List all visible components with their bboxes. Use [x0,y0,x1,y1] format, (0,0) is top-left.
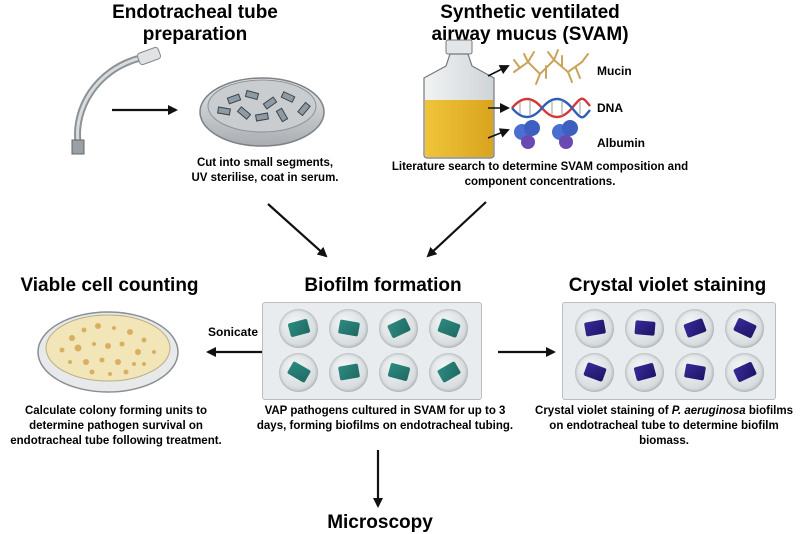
biofilm-caption: VAP pathogens cultured in SVAM for up to… [250,404,520,434]
petri-dish-segments-icon [199,77,325,147]
well [379,353,418,392]
ett-prep-caption-line2: UV sterilise, coat in serum. [191,172,339,184]
stained-segment [683,318,707,338]
well [625,309,664,348]
svam-title-line1: Synthetic ventilated [440,2,620,23]
viable-caption-line1: Calculate colony forming units to [24,405,208,417]
tube-segment [437,318,461,338]
crystal-title: Crystal violet staining [568,275,767,296]
microscopy-title: Microscopy [327,512,433,533]
svam-caption: Literature search to determine SVAM comp… [375,160,705,190]
tube-segment [386,317,412,339]
well [429,353,468,392]
svam-title-line2: airway mucus (SVAM) [431,24,629,45]
svam-caption-line1: Literature search to determine SVAM comp… [391,161,689,173]
svam-component-dna: DNA [597,101,623,115]
stained-segment [683,363,707,381]
ett-prep-title-line1: Endotracheal tube [112,2,278,23]
viable-title: Viable cell counting [20,275,199,296]
well [279,309,318,348]
well [329,353,368,392]
well [379,309,418,348]
crystal-caption: Crystal violet staining of P. aeruginosa… [528,404,800,449]
well [329,309,368,348]
mucin-icon [513,49,589,85]
crystal-caption-line2: on endotracheal tube to determine biofil… [549,420,779,432]
arrow-to-mucin [487,65,510,77]
tube-segment [287,318,311,338]
well [575,309,614,348]
well [429,309,468,348]
svam-component-albumin: Albumin [597,136,645,150]
endotracheal-tube-icon [71,46,162,155]
well [575,353,614,392]
crystal-violet-well-plate [562,302,776,400]
well [675,353,714,392]
viable-caption: Calculate colony forming units to determ… [0,404,232,449]
tube-segment [286,360,312,384]
stained-segment [732,361,758,383]
tube-segment [337,319,361,337]
biofilm-title: Biofilm formation [304,275,462,296]
biofilm-caption-line1: VAP pathogens cultured in SVAM for up to… [264,405,506,417]
well [279,353,318,392]
well [725,309,764,348]
svam-bottle-icon [423,39,495,159]
stained-segment [633,362,657,382]
tube-segment [337,363,361,381]
ett-prep-title: Endotracheal tube preparation [95,2,295,46]
agar-plate-icon [37,311,179,393]
viable-caption-line3: endotracheal tube following treatment. [10,435,222,447]
well [675,309,714,348]
ett-prep-caption: Cut into small segments, UV sterilise, c… [175,156,355,186]
dna-icon [511,97,591,119]
stained-segment [583,319,607,337]
tube-segment [436,360,462,384]
svam-caption-line2: component concentrations. [464,176,616,188]
sonicate-label: Sonicate [208,325,259,339]
ett-prep-title-line2: preparation [142,24,248,45]
crystal-caption-pre: Crystal violet staining of [535,405,672,417]
svam-component-mucin: Mucin [597,64,632,78]
stained-segment [634,320,656,336]
crystal-caption-line1: Crystal violet staining of P. aeruginosa… [528,404,800,419]
biofilm-well-plate [262,302,482,400]
crystal-caption-species: P. aeruginosa [671,405,746,417]
arrow-svam-to-biofilm [426,201,487,258]
crystal-caption-post: biofilms [745,405,793,417]
albumin-icon [514,120,578,149]
tube-segment [387,362,411,382]
arrow-to-albumin [487,128,510,139]
stained-segment [583,362,607,382]
well [625,353,664,392]
biofilm-caption-line2: days, forming biofilms on endotracheal t… [256,420,514,432]
viable-caption-line2: determine pathogen survival on [29,420,203,432]
well [725,353,764,392]
svam-title: Synthetic ventilated airway mucus (SVAM) [405,2,655,46]
stained-segment [732,317,758,339]
crystal-caption-line3: biomass. [639,435,689,447]
arrow-ett-to-biofilm [267,203,328,258]
ett-prep-caption-line1: Cut into small segments, [196,157,334,169]
